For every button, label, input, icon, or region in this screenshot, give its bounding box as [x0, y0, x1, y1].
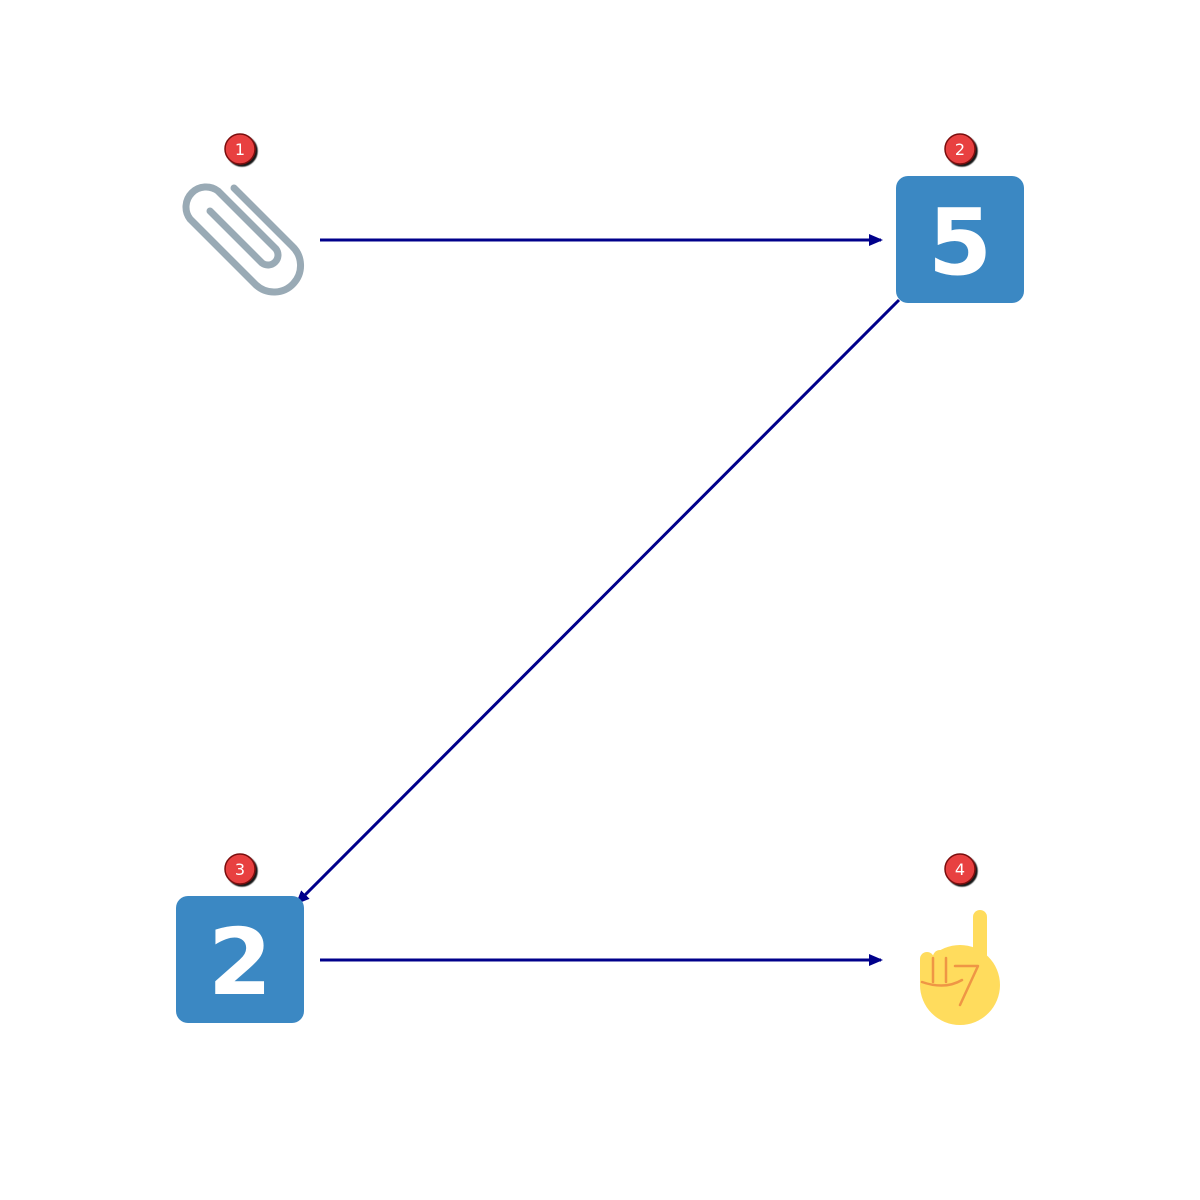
keycap-5-icon: 5 — [896, 176, 1024, 303]
step-badge-3: 3 — [224, 853, 256, 885]
step-badge-4-text: 4 — [955, 860, 965, 879]
paperclip-icon — [182, 183, 305, 296]
step-badge-4: 4 — [944, 853, 976, 885]
edges — [295, 234, 901, 966]
step-badge-1-text: 1 — [235, 140, 245, 159]
index-pointing-up-icon — [920, 910, 1000, 1025]
step-badge-1: 1 — [224, 133, 256, 165]
step-badge-2: 2 — [944, 133, 976, 165]
step-badge-3-text: 3 — [235, 860, 245, 879]
node-3: 2 3 — [176, 853, 304, 1023]
keycap-5-label: 5 — [928, 189, 992, 296]
node-4: 4 — [920, 853, 1000, 1025]
keycap-2-label: 2 — [208, 909, 272, 1016]
keycap-2-icon: 2 — [176, 896, 304, 1023]
node-1: 1 — [182, 133, 305, 296]
arrow-2-to-3 — [295, 298, 901, 905]
node-2: 5 2 — [896, 133, 1024, 303]
step-badge-2-text: 2 — [955, 140, 965, 159]
